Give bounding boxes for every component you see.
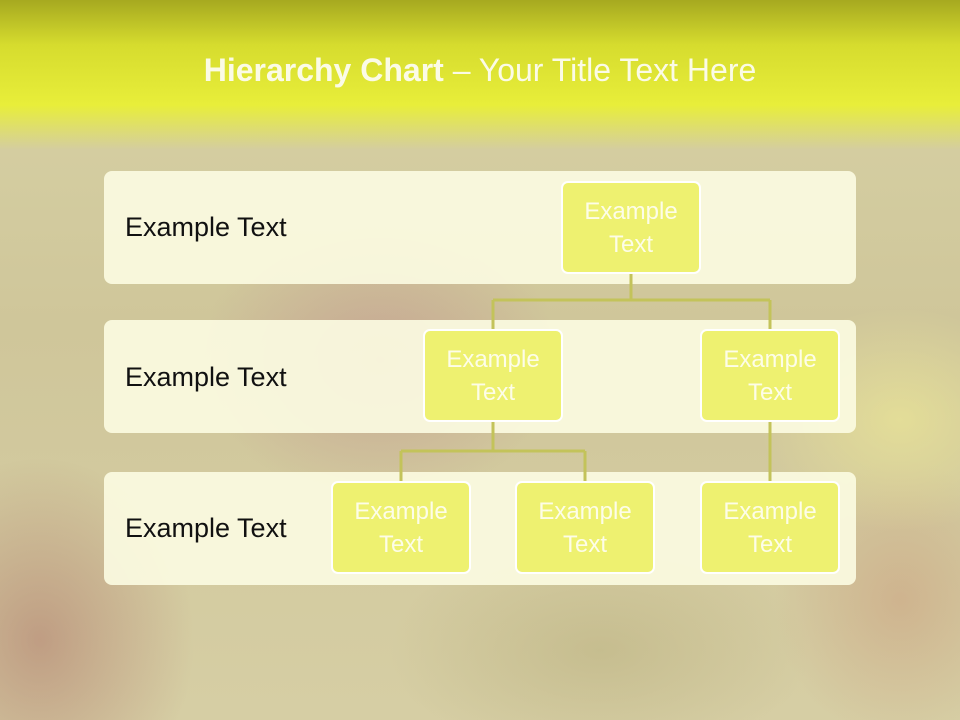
- node-level2-right[interactable]: Example Text: [700, 329, 840, 422]
- level-label-2: Example Text: [125, 362, 287, 392]
- node-root[interactable]: Example Text: [561, 181, 701, 274]
- connector-root-to-level2: [491, 274, 772, 330]
- level-label-1: Example Text: [125, 212, 287, 242]
- node-level3-middle[interactable]: Example Text: [515, 481, 655, 574]
- title-bar: [0, 0, 960, 150]
- node-level3-right[interactable]: Example Text: [700, 481, 840, 574]
- level-band-1: [104, 171, 856, 284]
- node-level2-left[interactable]: Example Text: [423, 329, 563, 422]
- level-label-3: Example Text: [125, 513, 287, 543]
- connector-left-to-level3: [399, 421, 587, 482]
- slide-title-rest: – Your Title Text Here: [443, 52, 757, 88]
- slide-title: Hierarchy Chart – Your Title Text Here: [0, 52, 960, 89]
- slide-title-bold: Hierarchy Chart: [203, 52, 444, 88]
- node-level3-left[interactable]: Example Text: [331, 481, 471, 574]
